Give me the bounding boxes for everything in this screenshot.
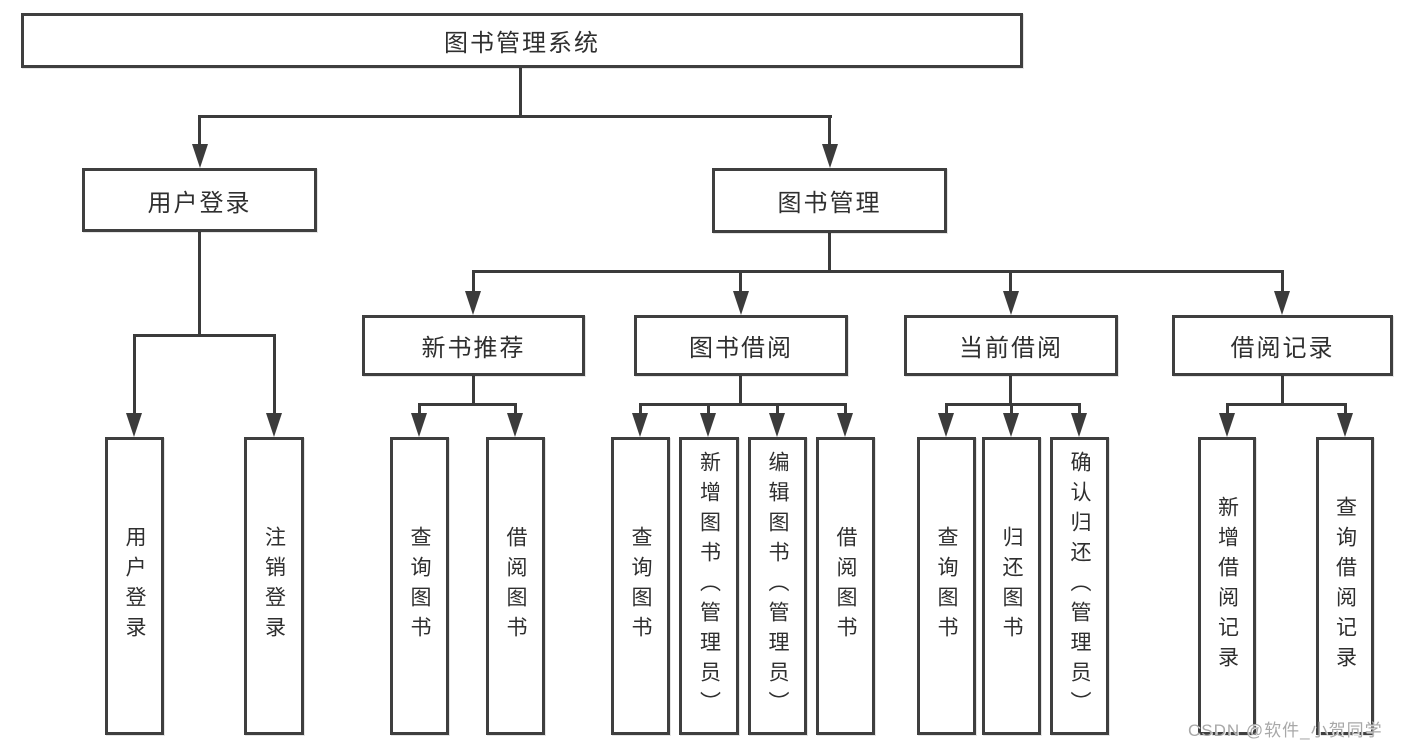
node-user-login-branch: 用户登录 (82, 168, 317, 232)
connector-vline (514, 403, 517, 417)
connector-vline (198, 115, 201, 147)
leaf-return-book: 归还图书 (982, 437, 1041, 735)
node-label: 用户登录 (147, 189, 252, 217)
node-label: 图书管理系统 (444, 30, 600, 57)
connector-vline (1009, 374, 1012, 405)
connector-vline (945, 403, 948, 417)
leaf-add-borrow-record: 新增借阅记录 (1198, 437, 1256, 735)
connector-vline (844, 403, 847, 417)
node-borrowing-records: 借阅记录 (1172, 315, 1393, 376)
leaf-label: 归还图书 (1000, 526, 1023, 646)
connector-vline (707, 403, 710, 417)
leaf-label: 确认归还（管理员） (1068, 451, 1091, 721)
arrowhead-down-icon (1003, 291, 1019, 315)
connector-vline (133, 334, 136, 416)
leaf-query-borrow-record: 查询借阅记录 (1316, 437, 1374, 735)
connector-vline (1344, 403, 1347, 417)
arrowhead-down-icon (938, 413, 954, 437)
arrowhead-down-icon (700, 413, 716, 437)
connector-vline (198, 230, 201, 336)
node-label: 借阅记录 (1230, 335, 1335, 362)
connector-hline (945, 403, 1081, 406)
node-label: 图书借阅 (689, 335, 793, 362)
connector-vline (1281, 270, 1284, 295)
arrowhead-down-icon (1219, 413, 1235, 437)
node-label: 当前借阅 (959, 335, 1063, 362)
leaf-label: 查询图书 (935, 526, 958, 646)
leaf-label: 注销登录 (262, 526, 286, 646)
connector-vline (273, 334, 276, 416)
leaf-label: 新增图书（管理员） (697, 451, 721, 721)
arrowhead-down-icon (769, 413, 785, 437)
connector-hline (198, 115, 832, 118)
connector-hline (639, 403, 847, 406)
node-label: 新书推荐 (421, 335, 526, 362)
connector-vline (776, 403, 779, 417)
arrowhead-down-icon (733, 291, 749, 315)
leaf-label: 编辑图书（管理员） (766, 451, 789, 721)
node-root-system: 图书管理系统 (21, 13, 1023, 68)
arrowhead-down-icon (507, 413, 523, 437)
connector-vline (472, 270, 475, 295)
leaf-label: 查询图书 (629, 526, 652, 646)
connector-vline (1078, 403, 1081, 417)
arrowhead-down-icon (1274, 291, 1290, 315)
leaf-label: 借阅图书 (504, 526, 527, 646)
node-new-book-recommend: 新书推荐 (362, 315, 585, 376)
arrowhead-down-icon (266, 413, 282, 437)
arrowhead-down-icon (1003, 413, 1019, 437)
arrowhead-down-icon (192, 144, 208, 168)
connector-vline (1009, 270, 1012, 295)
leaf-query-books-1: 查询图书 (390, 437, 449, 735)
connector-vline (739, 374, 742, 405)
connector-vline (418, 403, 421, 417)
node-book-management: 图书管理 (712, 168, 947, 233)
leaf-query-books-3: 查询图书 (917, 437, 976, 735)
connector-vline (1010, 403, 1013, 417)
leaf-user-login: 用户登录 (105, 437, 164, 735)
connector-vline (639, 403, 642, 417)
connector-hline (133, 334, 276, 337)
arrowhead-down-icon (632, 413, 648, 437)
leaf-label: 借阅图书 (834, 526, 857, 646)
connector-vline (1226, 403, 1229, 417)
leaf-edit-book-admin: 编辑图书（管理员） (748, 437, 807, 735)
leaf-label: 用户登录 (123, 526, 146, 646)
node-current-borrowing: 当前借阅 (904, 315, 1118, 376)
connector-hline (1226, 403, 1347, 406)
connector-vline (739, 270, 742, 295)
leaf-add-book-admin: 新增图书（管理员） (679, 437, 739, 735)
connector-vline (828, 115, 831, 147)
leaf-borrow-books-2: 借阅图书 (816, 437, 875, 735)
arrowhead-down-icon (126, 413, 142, 437)
connector-vline (1281, 374, 1284, 405)
leaf-borrow-books-1: 借阅图书 (486, 437, 545, 735)
leaf-label: 新增借阅记录 (1215, 496, 1239, 676)
node-book-borrowing: 图书借阅 (634, 315, 848, 376)
connector-vline (519, 66, 522, 118)
connector-hline (418, 403, 517, 406)
leaf-label: 查询借阅记录 (1333, 496, 1357, 676)
leaf-query-books-2: 查询图书 (611, 437, 670, 735)
connector-hline (472, 270, 1284, 273)
watermark: CSDN @软件_小贺同学 (1188, 721, 1383, 740)
leaf-confirm-return-admin: 确认归还（管理员） (1050, 437, 1109, 735)
leaf-label: 查询图书 (408, 526, 431, 646)
arrowhead-down-icon (411, 413, 427, 437)
arrowhead-down-icon (1337, 413, 1353, 437)
connector-vline (828, 231, 831, 272)
node-label: 图书管理 (777, 190, 882, 217)
arrowhead-down-icon (822, 144, 838, 168)
arrowhead-down-icon (465, 291, 481, 315)
arrowhead-down-icon (837, 413, 853, 437)
connector-vline (472, 374, 475, 405)
arrowhead-down-icon (1071, 413, 1087, 437)
leaf-logout: 注销登录 (244, 437, 304, 735)
